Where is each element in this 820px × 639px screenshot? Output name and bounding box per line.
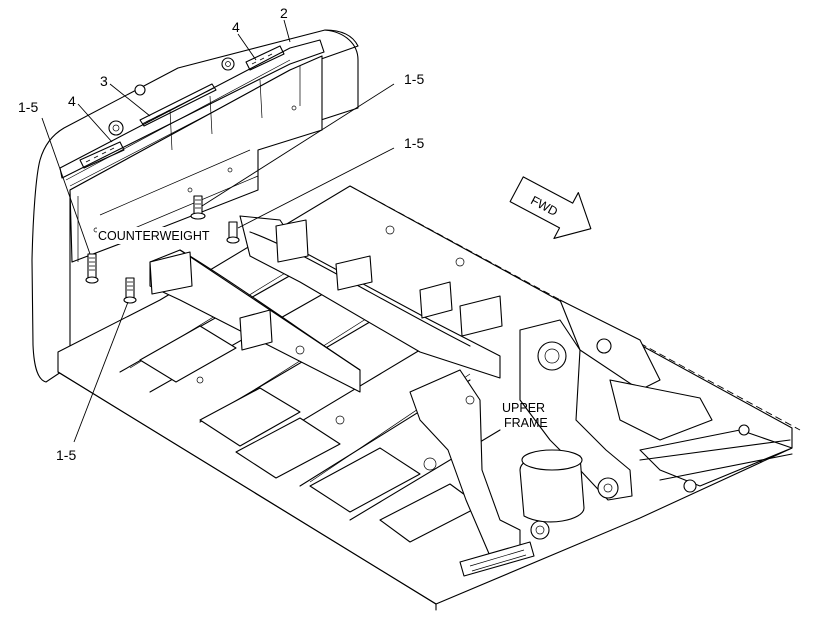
upper-frame-label-line1: UPPER (502, 401, 545, 415)
counterweight-part (31, 29, 359, 383)
callout-4-top: 4 (232, 19, 240, 35)
grille-3 (139, 83, 217, 127)
bolt-center-right (226, 221, 240, 244)
callout-3: 3 (100, 73, 108, 89)
bolt-center-upper (190, 195, 206, 220)
upper-frame-part (57, 185, 801, 611)
callout-1-5-upper-right: 1-5 (404, 71, 424, 87)
forward-arrow: FWD (509, 176, 592, 240)
bolt-left (85, 253, 99, 284)
callout-4-left: 4 (68, 93, 76, 109)
upper-frame-label-line2: FRAME (504, 416, 548, 430)
callout-1-5-top-left: 1-5 (18, 99, 38, 115)
callout-1-5-mid-right: 1-5 (404, 135, 424, 151)
leader-lines (41, 19, 395, 443)
grille-4-left (79, 141, 125, 169)
bolt-lower (123, 277, 137, 304)
callout-1-5-bottom-left: 1-5 (56, 447, 76, 463)
callout-2: 2 (280, 5, 288, 21)
grille-4-top (245, 45, 285, 71)
counterweight-label: COUNTERWEIGHT (98, 229, 210, 243)
